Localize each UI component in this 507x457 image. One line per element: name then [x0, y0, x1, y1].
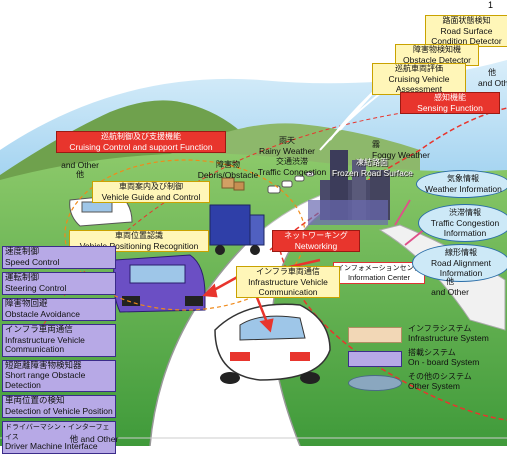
- road-surface-detector-label: 路面状態検知 Road Surface Condition Detector: [425, 15, 507, 47]
- vehicle-guide-label: 車両案内及び制御 Vehicle Guide and Control: [92, 181, 210, 203]
- infrastructure-vehicle-communication-label: インフラ車両通信 Infrastructure Vehicle Communic…: [236, 266, 340, 298]
- truck: [209, 204, 265, 255]
- road-alignment-information-label: 線形情報 Road Alignment Information: [412, 244, 507, 282]
- purple-car: [112, 254, 206, 313]
- obstacle-detector-label: 障害物検知機 Obstacle Detector: [395, 44, 479, 66]
- left-other-label: and Other 他: [61, 160, 99, 179]
- legend-swatch: [348, 375, 402, 391]
- cruising-control-label: 巡航制御及び支援機能 Cruising Control and support …: [56, 131, 226, 153]
- foggy-weather-label: 霧 Foggy Weather: [372, 140, 430, 160]
- white-car-front: [214, 303, 331, 384]
- debris-obstacle-label: 障害物 Debris/Obstacle: [197, 160, 259, 180]
- information-center-label: インフォメーションセンター Information Center: [333, 262, 428, 284]
- traffic-congestion-information-label: 渋滞情報 Traffic Congestion Information: [418, 204, 507, 242]
- rainy-weather-label: 雨天 Rainy Weather: [258, 136, 316, 156]
- dashed-boundary: [269, 107, 507, 251]
- sensing-function-label: 感知機能 Sensing Function: [400, 92, 500, 114]
- sensing-other-label: 他 and Other: [478, 68, 507, 88]
- frozen-road-label: 凍結路面 Frozen Road Surface: [332, 158, 413, 178]
- debris-boxes: [221, 177, 245, 191]
- weather-information-label: 気象情報 Weather Information: [416, 170, 507, 198]
- bottom-other-label: 他 and Other: [69, 434, 119, 444]
- traffic-cars: [267, 171, 315, 194]
- city-buildings: [308, 150, 390, 225]
- legend-swatch: [348, 327, 402, 343]
- right-other-label: 他 and Other: [431, 277, 469, 297]
- page-number: 1: [488, 0, 494, 10]
- networking-label: ネットワーキング Networking: [272, 230, 360, 252]
- cruising-vehicle-assessment-label: 巡航車両評価 Cruising Vehicle Assessment: [372, 63, 466, 95]
- legend-swatch: [348, 351, 402, 367]
- traffic-congestion-label: 交通渋滞 Traffic Congestion: [257, 157, 327, 177]
